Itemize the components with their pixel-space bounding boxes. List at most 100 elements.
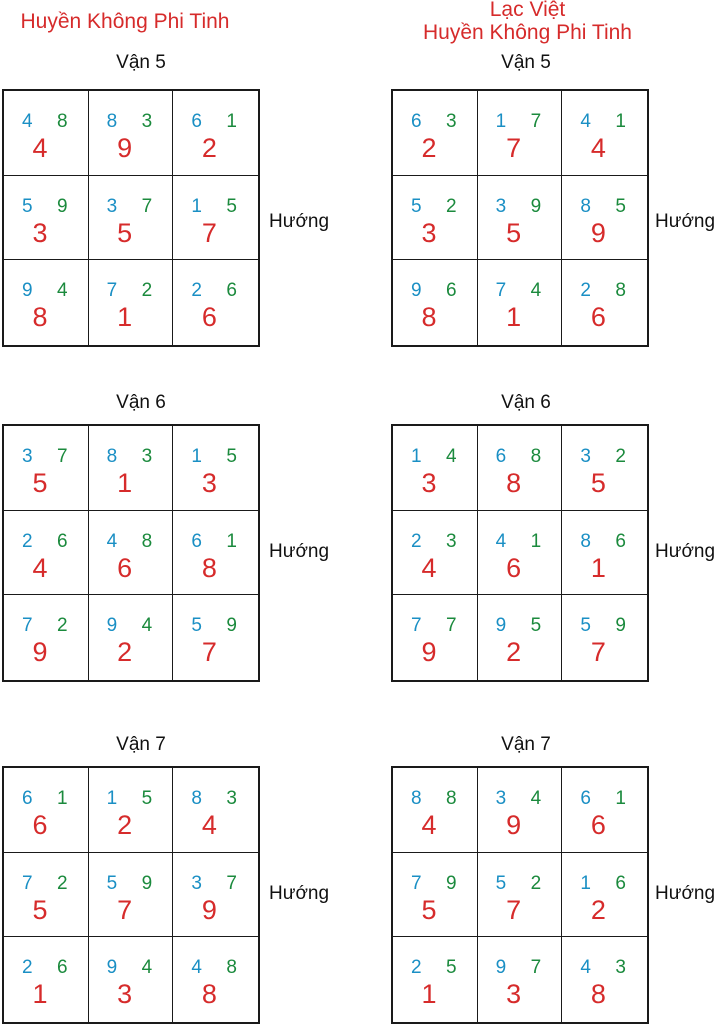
water-star: 6 <box>226 280 237 302</box>
base-star: 5 <box>506 217 522 248</box>
mountain-star: 3 <box>495 195 507 217</box>
mountain-star: 7 <box>22 615 33 637</box>
water-star: 1 <box>226 111 237 132</box>
base-star: 9 <box>117 133 133 163</box>
mountain-star: 3 <box>580 446 591 467</box>
water-star: 2 <box>530 872 542 894</box>
direction-label: Hướng <box>269 883 330 904</box>
mountain-star: 4 <box>580 111 591 132</box>
mountain-star: 6 <box>411 111 422 132</box>
water-star: 7 <box>141 195 153 217</box>
water-star: 5 <box>615 195 626 217</box>
base-star: 1 <box>117 468 133 498</box>
mountain-star: 7 <box>106 280 118 302</box>
base-star: 3 <box>32 217 48 248</box>
mountain-star: 6 <box>22 788 33 809</box>
mountain-star: 1 <box>495 111 507 132</box>
mountain-star: 4 <box>191 957 202 979</box>
base-star: 7 <box>201 217 217 248</box>
direction-label: Hướng <box>655 541 716 562</box>
base-star: 4 <box>421 810 437 840</box>
base-star: 2 <box>201 133 217 163</box>
base-star: 6 <box>506 552 522 583</box>
water-star: 3 <box>446 530 457 552</box>
mountain-star: 2 <box>580 280 591 302</box>
mountain-star: 9 <box>106 957 118 979</box>
base-star: 6 <box>201 302 217 333</box>
mountain-star: 3 <box>191 872 202 894</box>
mountain-star: 2 <box>411 957 422 979</box>
base-star: 1 <box>590 552 606 583</box>
base-star: 8 <box>201 552 217 583</box>
base-star: 4 <box>32 552 48 583</box>
base-star: 8 <box>32 302 48 333</box>
direction-label: Hướng <box>269 541 330 562</box>
water-star: 3 <box>141 111 153 132</box>
water-star: 1 <box>226 530 237 552</box>
base-star: 6 <box>117 552 133 583</box>
water-star: 5 <box>446 957 457 979</box>
water-star: 8 <box>530 446 542 467</box>
water-star: 4 <box>141 957 153 979</box>
mountain-star: 9 <box>106 615 118 637</box>
base-star: 4 <box>421 552 437 583</box>
water-star: 8 <box>57 111 68 132</box>
water-star: 5 <box>226 195 237 217</box>
mountain-star: 3 <box>495 788 507 809</box>
base-star: 5 <box>32 894 48 925</box>
mountain-star: 4 <box>106 530 118 552</box>
right-title-line1: Lạc Việt <box>489 0 566 21</box>
direction-label: Hướng <box>269 211 330 232</box>
left-column-title: Huyền Không Phi Tinh <box>20 10 230 33</box>
base-star: 1 <box>506 302 522 333</box>
water-star: 6 <box>615 872 626 894</box>
base-star: 1 <box>117 302 133 333</box>
water-star: 8 <box>226 957 237 979</box>
mountain-star: 5 <box>22 195 33 217</box>
base-star: 8 <box>421 302 437 333</box>
mountain-star: 9 <box>495 957 507 979</box>
mountain-star: 7 <box>411 872 422 894</box>
water-star: 2 <box>615 446 626 467</box>
mountain-star: 8 <box>106 446 118 467</box>
base-star: 3 <box>421 217 437 248</box>
right-title-line2: Huyền Không Phi Tinh <box>423 21 632 44</box>
mountain-star: 9 <box>411 280 422 302</box>
base-star: 5 <box>590 468 606 498</box>
mountain-star: 8 <box>191 788 202 809</box>
water-star: 3 <box>446 111 457 132</box>
water-star: 3 <box>226 788 237 809</box>
mountain-star: 1 <box>411 446 422 467</box>
direction-label: Hướng <box>655 211 716 232</box>
water-star: 1 <box>530 530 542 552</box>
base-star: 9 <box>32 637 48 668</box>
water-star: 7 <box>226 872 237 894</box>
water-star: 6 <box>57 530 68 552</box>
base-star: 3 <box>201 468 217 498</box>
base-star: 4 <box>590 133 606 163</box>
